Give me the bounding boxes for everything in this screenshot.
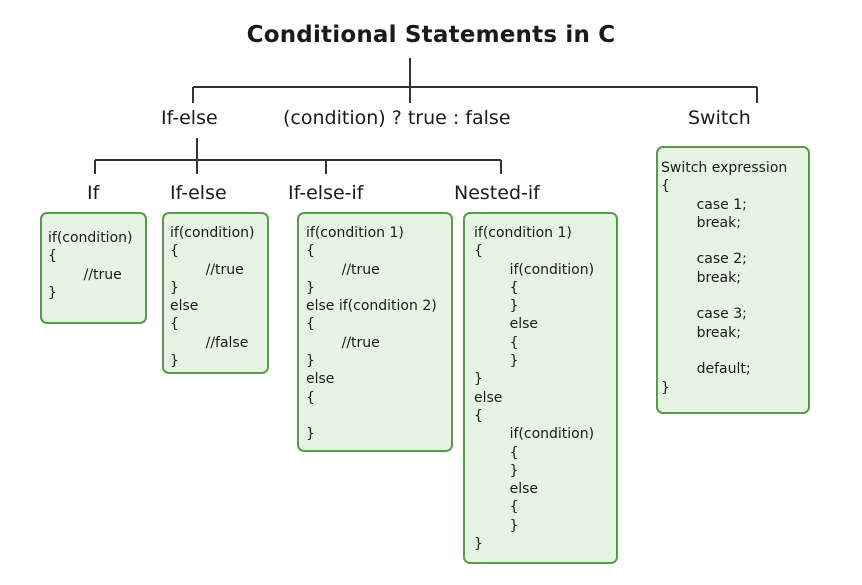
code-line [661, 287, 787, 305]
code-line: } [474, 517, 519, 534]
if-code-box: if(condition) { //true} [40, 212, 147, 324]
code-line: else [474, 481, 539, 498]
code-line: //false [170, 334, 249, 351]
subtype-if: If [87, 182, 100, 204]
code-line: if(condition) [474, 261, 595, 278]
code-line: case 3; [661, 306, 747, 323]
switch-code-box: Switch expression { case 1; break; case 2… [656, 146, 810, 414]
code-line: } [306, 426, 315, 443]
code-line: case 2; [661, 251, 747, 268]
code-line: } [306, 279, 315, 296]
code-line: } [170, 353, 179, 370]
code-line: //true [170, 261, 244, 278]
subtype-if-else-if: If-else-if [288, 182, 364, 204]
code-line: { [306, 316, 315, 333]
code-line: { [170, 243, 179, 260]
code-line: break; [661, 269, 741, 286]
code-line: { [474, 334, 519, 351]
nested-if-code-box: if(condition 1){ if(condition) { } else … [463, 212, 618, 564]
category-switch: Switch [688, 107, 751, 129]
code-line: } [474, 353, 519, 370]
if-else-if-code-box: if(condition 1) { //true} else if(conditio… [297, 212, 453, 452]
code-line [661, 342, 787, 360]
code-line: case 1; [661, 196, 747, 213]
code-line: { [306, 389, 315, 406]
code-line [661, 232, 787, 250]
code-line: { [48, 248, 57, 265]
code-line: else [170, 298, 199, 315]
code-line: } [474, 298, 519, 315]
code-line: //true [306, 261, 380, 278]
category-ternary: (condition) ? true : false [283, 107, 511, 129]
code-line: } [306, 353, 315, 370]
code-line: else [306, 371, 335, 388]
code-line: } [474, 462, 519, 479]
code-line: { [474, 499, 519, 516]
code-line: } [474, 536, 483, 553]
code-line: break; [661, 324, 741, 341]
code-line: { [170, 316, 179, 333]
code-line: if(condition) [48, 230, 133, 246]
subtype-nested-if: Nested-if [454, 182, 540, 204]
code-line: default; [661, 361, 751, 378]
diagram-title: Conditional Statements in C [246, 22, 616, 48]
code-line: { [474, 243, 483, 260]
if-else-code: if(condition){ //true}else{ //false} [170, 224, 254, 370]
code-line: else [474, 389, 503, 406]
code-line: if(condition) [170, 225, 255, 241]
code-line: { [474, 444, 519, 461]
code-line: Switch expression [661, 160, 788, 176]
code-line: { [661, 178, 670, 195]
code-line: } [48, 284, 57, 301]
subtype-if-else: If-else [170, 182, 227, 204]
if-code: if(condition) { //true} [48, 229, 132, 302]
nested-if-code: if(condition 1){ if(condition) { } else … [474, 224, 594, 553]
code-line: if(condition 1) [306, 225, 404, 241]
code-line: else [474, 316, 539, 333]
code-line: //true [48, 266, 122, 283]
code-line: if(condition 1) [474, 225, 572, 241]
code-line: break; [661, 214, 741, 231]
code-line: } [661, 379, 670, 396]
code-line: } [170, 279, 179, 296]
switch-code: Switch expression { case 1; break; case 2… [661, 159, 787, 397]
code-line: { [306, 243, 315, 260]
code-line: //true [306, 334, 380, 351]
code-line: { [474, 407, 483, 424]
code-line: else if(condition 2) [306, 298, 437, 315]
code-line [306, 407, 437, 425]
code-line: } [474, 371, 483, 388]
code-line: { [474, 279, 519, 296]
code-line: if(condition) [474, 426, 595, 443]
if-else-code-box: if(condition){ //true}else{ //false} [162, 212, 269, 374]
if-else-if-code: if(condition 1) { //true} else if(conditio… [306, 224, 437, 444]
category-if-else: If-else [161, 107, 218, 129]
